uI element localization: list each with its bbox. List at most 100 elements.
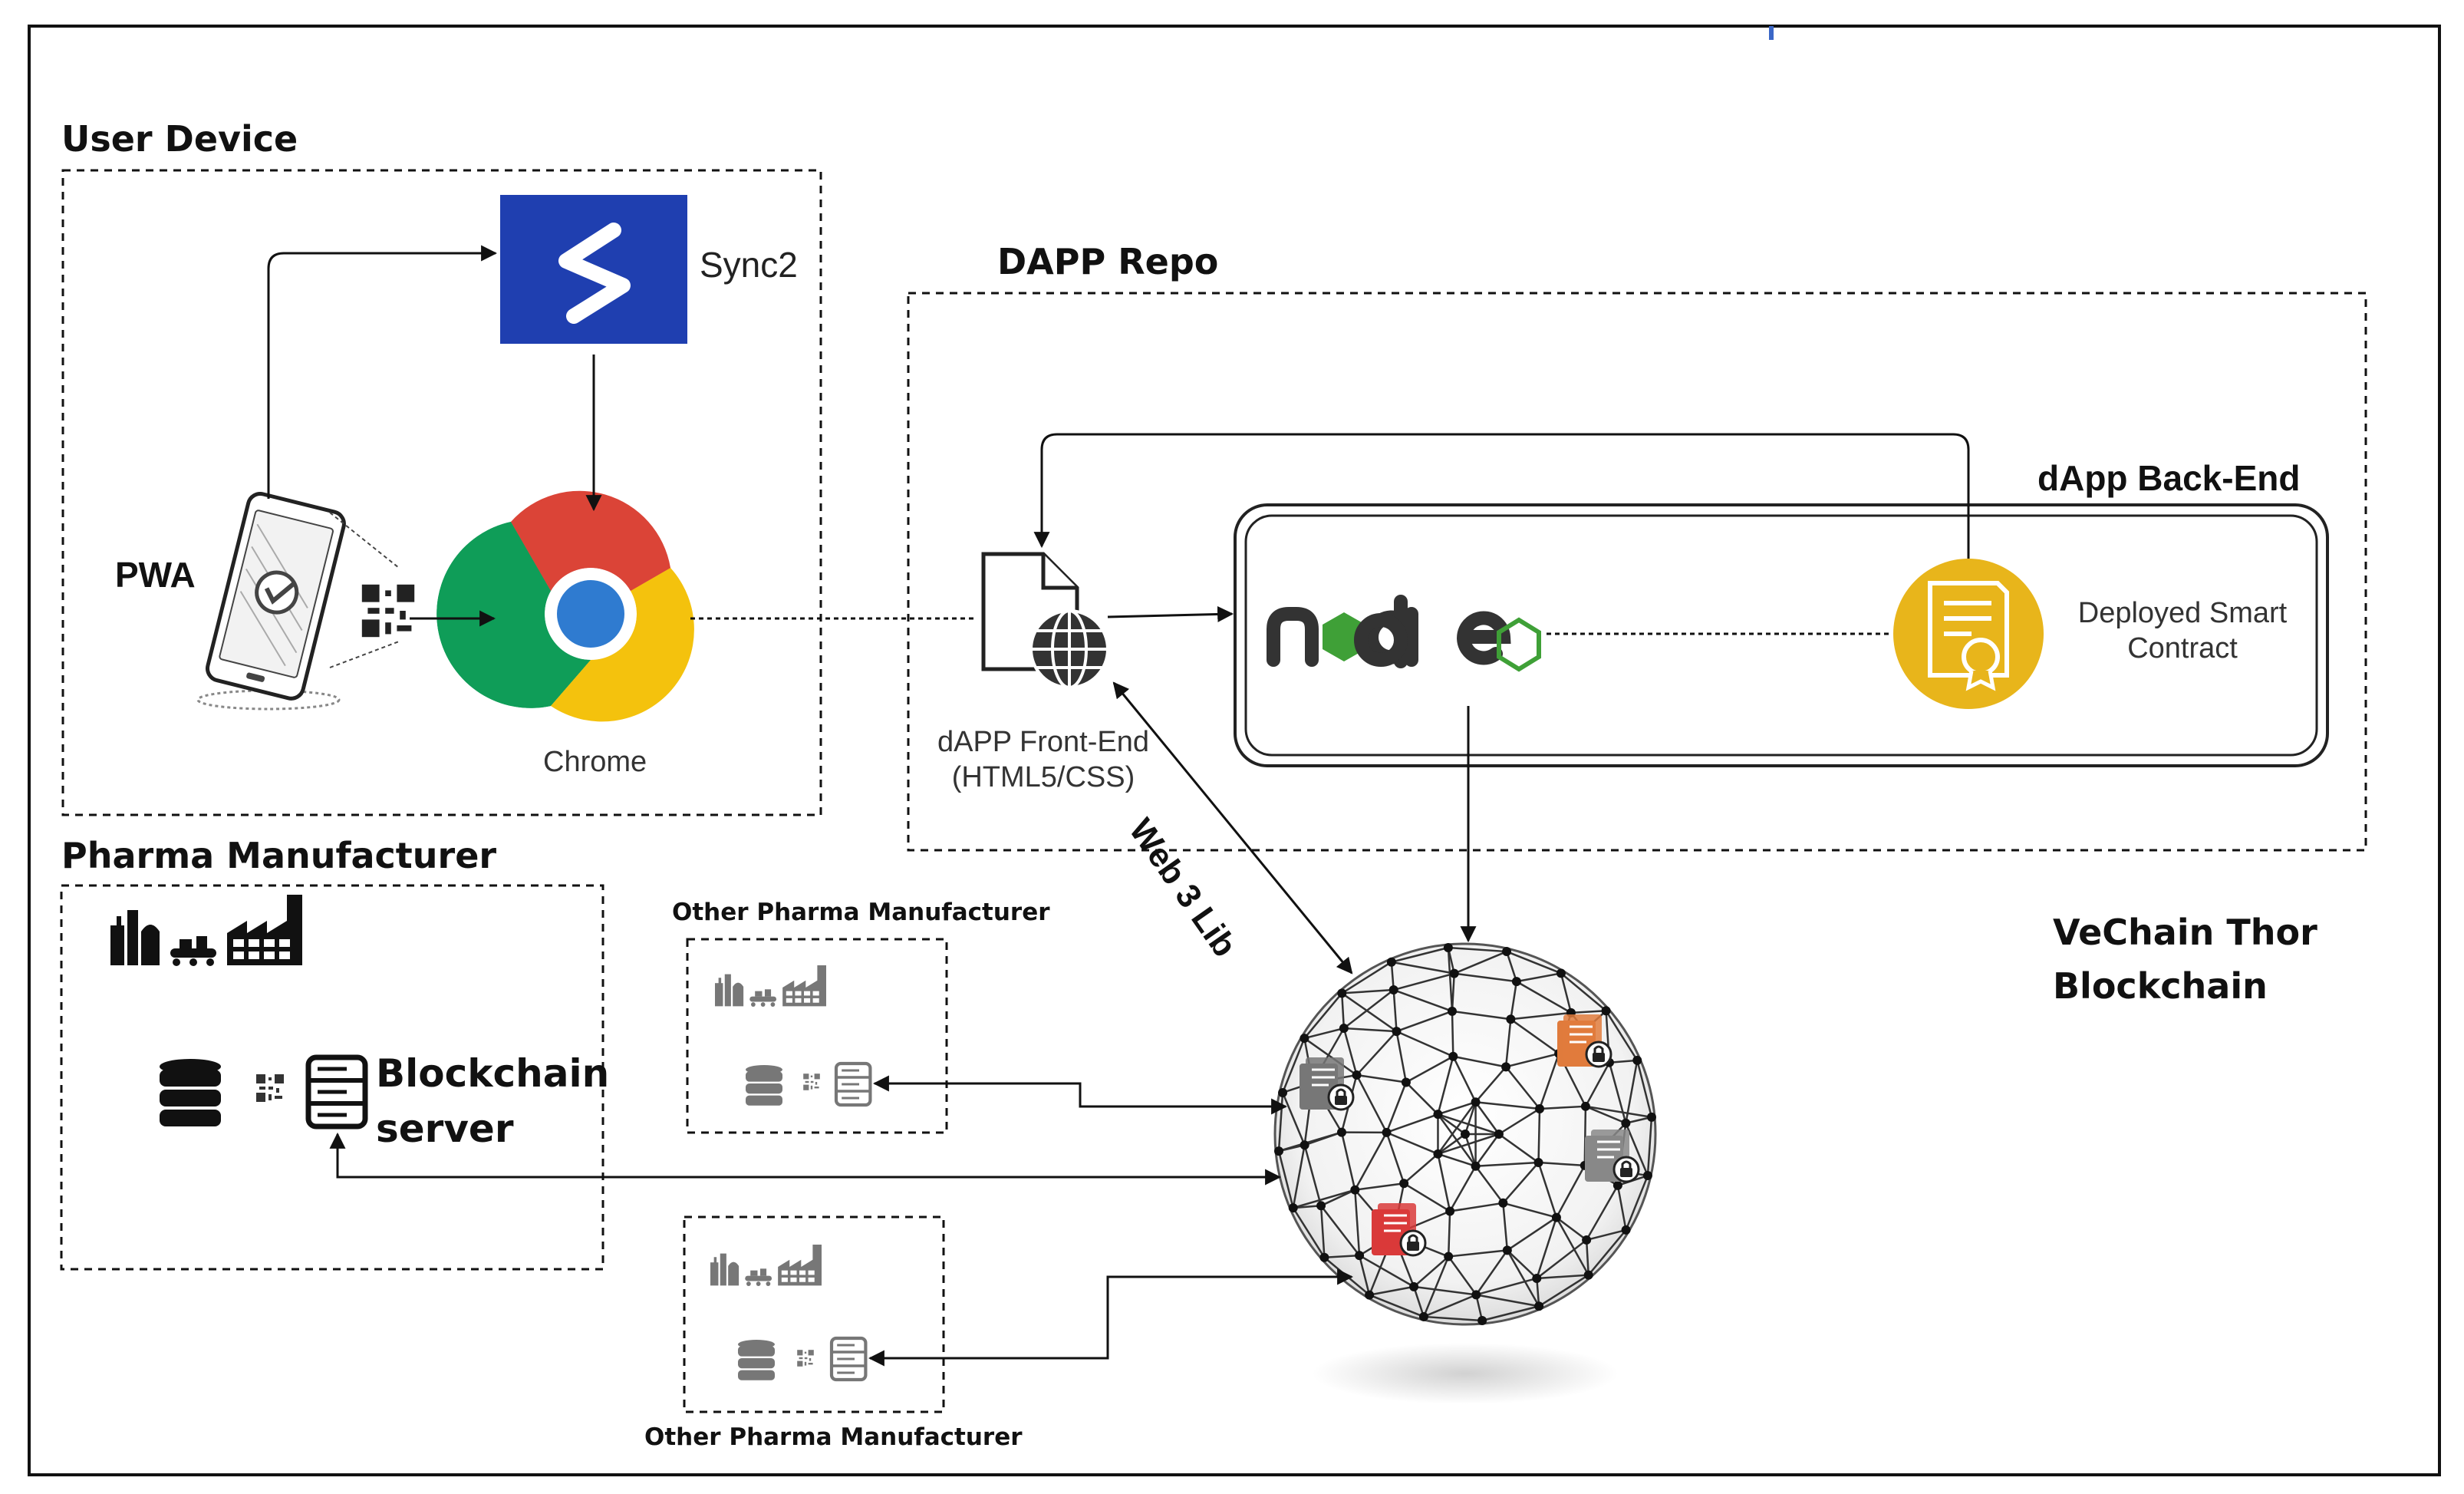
database-icon bbox=[160, 1059, 221, 1126]
globe-mesh-edge bbox=[1474, 1166, 1504, 1204]
qr-code-icon bbox=[802, 1073, 821, 1091]
globe-mesh-node bbox=[1337, 988, 1347, 998]
globe-mesh-edge bbox=[1293, 1189, 1356, 1209]
globe-mesh-edge bbox=[1510, 1011, 1572, 1021]
other-pharma-2-title: Other Pharma Manufacturer bbox=[644, 1423, 1023, 1451]
globe-mesh-edge bbox=[1586, 1229, 1626, 1242]
globe-mesh-node bbox=[1319, 1252, 1329, 1262]
globe-mesh-edge bbox=[1586, 1185, 1619, 1241]
globe-mesh-node bbox=[1580, 1101, 1590, 1111]
globe-mesh-node bbox=[1461, 1130, 1470, 1139]
globe-mesh-edge bbox=[1438, 1133, 1500, 1156]
server-icon bbox=[308, 1057, 365, 1126]
globe-mesh-edge bbox=[1448, 1255, 1477, 1296]
server-icon bbox=[836, 1064, 870, 1105]
dapp-backend-title: dApp Back-End bbox=[2037, 458, 2301, 498]
globe-mesh-node bbox=[1551, 1212, 1561, 1222]
globe-mesh-edge bbox=[1395, 1031, 1408, 1083]
phone-icon bbox=[196, 492, 400, 711]
globe-mesh-node bbox=[1392, 1027, 1402, 1037]
globe-mesh-edge bbox=[1447, 947, 1454, 1011]
globe-mesh-edge bbox=[1405, 1081, 1439, 1116]
vechain-title-line2: Blockchain bbox=[2053, 965, 2268, 1007]
globe-mesh-node bbox=[1316, 1201, 1326, 1211]
globe-mesh-edge bbox=[1608, 1062, 1627, 1124]
globe-mesh-node bbox=[1339, 1024, 1349, 1034]
globe-mesh-node bbox=[1646, 1112, 1656, 1122]
globe-mesh-edge bbox=[1396, 1030, 1454, 1057]
globe-mesh-node bbox=[1443, 943, 1453, 953]
globe-mesh-edge bbox=[1516, 981, 1572, 1014]
globe-mesh-node bbox=[1556, 968, 1566, 978]
globe-mesh-edge bbox=[1452, 1056, 1477, 1103]
globe-mesh-edge bbox=[1503, 1202, 1557, 1219]
globe-mesh-edge bbox=[1474, 1101, 1500, 1135]
globe-mesh-edge bbox=[1506, 1249, 1538, 1279]
globe-mesh-node bbox=[1382, 1127, 1392, 1137]
globe-mesh-node bbox=[1352, 1070, 1362, 1080]
pharma-manufacturer-title: Pharma Manufacturer bbox=[61, 835, 497, 876]
globe-mesh-node bbox=[1365, 1290, 1375, 1300]
globe-mesh-edge bbox=[1447, 1211, 1451, 1257]
dapp-backend-box bbox=[1234, 503, 2329, 767]
globe-mesh-edge bbox=[1422, 1256, 1450, 1318]
globe-mesh-edge bbox=[1585, 1239, 1589, 1275]
blockchain-server-label-line2: server bbox=[376, 1106, 514, 1151]
globe-mesh-node bbox=[1532, 1273, 1542, 1283]
globe-mesh-edge bbox=[1474, 1066, 1507, 1103]
globe-mesh-edge bbox=[1570, 1010, 1606, 1014]
web-document-icon bbox=[981, 552, 1109, 689]
chrome-label: Chrome bbox=[543, 746, 647, 778]
globe-mesh-edge bbox=[1510, 981, 1518, 1020]
globe-mesh-edge bbox=[1636, 1060, 1653, 1118]
globe-mesh-edge bbox=[1354, 1189, 1361, 1256]
globe-mesh-edge bbox=[1403, 1153, 1439, 1185]
globe-mesh-edge bbox=[1356, 1074, 1407, 1083]
outer-frame bbox=[28, 25, 2441, 1476]
web3-lib-arrow bbox=[1112, 681, 1353, 975]
other-pharma-2-link bbox=[868, 1268, 1354, 1367]
globe-mesh-edge bbox=[1405, 1055, 1454, 1083]
globe-mesh-edge bbox=[1412, 1286, 1425, 1318]
globe-mesh-edge bbox=[1438, 1101, 1476, 1116]
globe-mesh-node bbox=[1632, 1055, 1642, 1065]
globe-mesh-edge bbox=[1393, 988, 1453, 1013]
globe-mesh-node bbox=[1601, 1006, 1611, 1016]
globe-mesh-edge bbox=[1506, 1249, 1540, 1307]
globe-mesh-node bbox=[1418, 1311, 1428, 1321]
globe-mesh-node bbox=[1445, 1206, 1455, 1216]
globe-mesh-edge bbox=[1423, 1294, 1477, 1318]
globe-mesh-edge bbox=[1393, 972, 1455, 991]
smart-contract-icon bbox=[1893, 559, 2044, 709]
globe-mesh-edge bbox=[1454, 972, 1517, 983]
chrome-icon bbox=[436, 490, 694, 722]
globe-mesh-edge bbox=[1536, 1238, 1587, 1279]
globe-mesh-edge bbox=[1324, 1254, 1360, 1258]
globe-mesh-node bbox=[1533, 1158, 1543, 1168]
frontend-label-line1: dAPP Front-End bbox=[937, 726, 1149, 758]
globe-mesh-node bbox=[1501, 1062, 1511, 1072]
globe-mesh-edge bbox=[1437, 1101, 1477, 1155]
globe-mesh-edge bbox=[1536, 1278, 1540, 1307]
globe-mesh-edge bbox=[1481, 1305, 1540, 1322]
globe-mesh-node bbox=[1447, 1006, 1457, 1016]
globe-mesh-edge bbox=[1358, 1255, 1371, 1295]
globe-mesh-node bbox=[1336, 1127, 1346, 1137]
globe-mesh-edge bbox=[1319, 1205, 1326, 1258]
globe-mesh-edge bbox=[1437, 1133, 1466, 1155]
globe-mesh-edge bbox=[1516, 972, 1562, 983]
globe-mesh-edge bbox=[1304, 1027, 1345, 1040]
globe-mesh-node bbox=[1433, 1110, 1443, 1120]
globe-mesh-edge bbox=[1646, 1116, 1653, 1176]
globe-mesh-node bbox=[1534, 1301, 1544, 1311]
server-icon bbox=[832, 1338, 865, 1380]
database-icon bbox=[746, 1065, 782, 1106]
globe-mesh-node bbox=[1471, 1290, 1481, 1300]
globe-mesh-edge bbox=[1386, 1131, 1438, 1155]
globe-mesh-edge bbox=[1536, 1217, 1558, 1279]
globe-mesh-node bbox=[1642, 1171, 1652, 1181]
globe-mesh-node bbox=[1444, 1252, 1454, 1261]
globe-mesh-edge bbox=[1539, 1105, 1586, 1110]
nodejs-logo-icon bbox=[1267, 595, 1541, 672]
globe-mesh-node bbox=[1401, 1077, 1411, 1087]
